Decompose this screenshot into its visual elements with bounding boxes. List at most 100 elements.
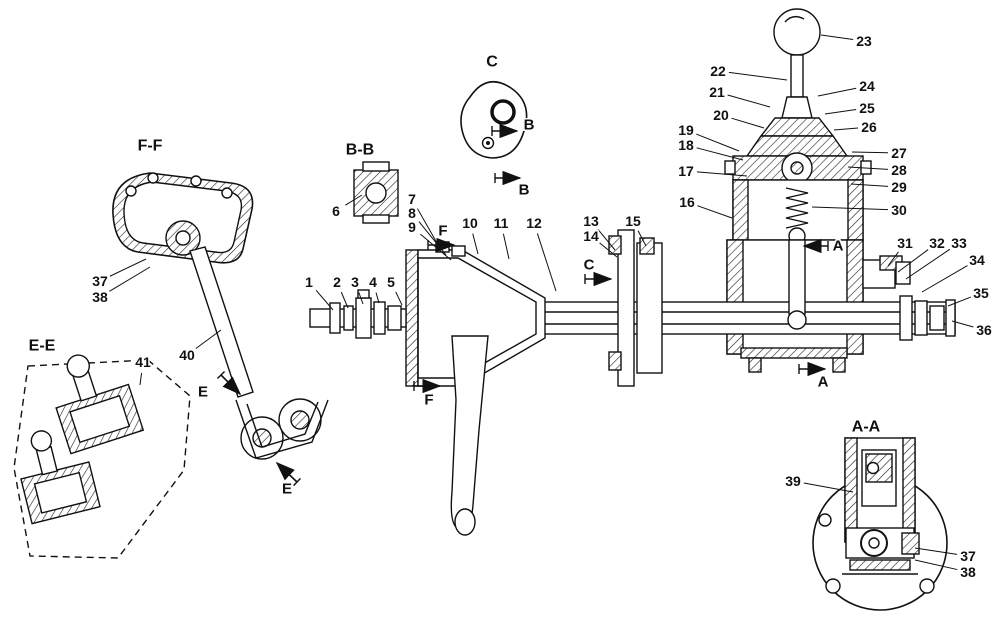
part-number-5: 5 bbox=[387, 274, 395, 290]
leader-line-29 bbox=[850, 183, 889, 187]
part-number-4: 4 bbox=[369, 274, 377, 290]
leader-line-4 bbox=[375, 292, 380, 304]
lever-boot bbox=[745, 117, 849, 157]
flange-bolt-hole bbox=[818, 513, 832, 527]
part-number-32: 32 bbox=[929, 235, 945, 251]
detent-spring bbox=[785, 187, 809, 229]
leader-line-17 bbox=[696, 171, 748, 177]
part-number-1: 1 bbox=[305, 274, 313, 290]
part-number-16: 16 bbox=[679, 194, 695, 210]
part-number-26: 26 bbox=[861, 119, 877, 135]
part-number-33: 33 bbox=[951, 235, 967, 251]
shift-fork-lever bbox=[450, 335, 489, 536]
view-FF-drawing bbox=[112, 172, 329, 460]
part-number-7: 7 bbox=[408, 191, 416, 207]
leader-line-10 bbox=[472, 233, 479, 255]
leader-line-33 bbox=[905, 248, 951, 280]
leader-line-34 bbox=[921, 265, 968, 293]
part-number-8: 8 bbox=[408, 205, 416, 221]
part-number-6: 6 bbox=[332, 203, 340, 219]
view-arrow-label-E: E bbox=[282, 481, 292, 498]
flange-bolt-hole bbox=[919, 578, 935, 594]
flange-bolt-hole bbox=[825, 578, 841, 594]
leader-line-31 bbox=[887, 251, 899, 267]
leader-line-26 bbox=[833, 127, 859, 131]
shifter-rod bbox=[787, 239, 807, 330]
section-label-F-F: F-F bbox=[138, 138, 163, 155]
part-number-41: 41 bbox=[135, 354, 151, 370]
part-number-17: 17 bbox=[678, 163, 694, 179]
left-shaft-end bbox=[309, 289, 407, 339]
leader-line-35 bbox=[947, 296, 971, 307]
view-arrow-label-A: A bbox=[833, 238, 844, 255]
part-number-9: 9 bbox=[408, 219, 416, 235]
leader-line-6 bbox=[345, 194, 363, 206]
leader-line-15 bbox=[637, 230, 647, 247]
part-number-10: 10 bbox=[462, 215, 478, 231]
leader-line-41 bbox=[139, 372, 143, 386]
leader-line-39 bbox=[803, 482, 854, 493]
leader-line-30 bbox=[811, 206, 889, 211]
part-number-3: 3 bbox=[351, 274, 359, 290]
selector-arm bbox=[189, 246, 254, 398]
leader-line-2 bbox=[340, 291, 349, 309]
part-number-31: 31 bbox=[897, 235, 913, 251]
part-number-13: 13 bbox=[583, 213, 599, 229]
leader-line-37 bbox=[109, 258, 147, 277]
leader-line-38 bbox=[914, 559, 958, 571]
leader-line-22 bbox=[728, 71, 788, 81]
view-arrow-E bbox=[220, 374, 242, 396]
view-arrow-label-C: C bbox=[584, 257, 595, 274]
part-number-30: 30 bbox=[891, 202, 907, 218]
leader-line-1 bbox=[315, 290, 334, 311]
part-number-19: 19 bbox=[678, 122, 694, 138]
leader-line-38 bbox=[109, 266, 151, 292]
part-number-11: 11 bbox=[494, 215, 509, 231]
leader-line-24 bbox=[817, 87, 857, 97]
part-number-22: 22 bbox=[710, 63, 726, 79]
leader-line-13 bbox=[597, 229, 616, 251]
leader-line-21 bbox=[727, 94, 771, 108]
section-label-E-E: E-E bbox=[29, 338, 56, 355]
leader-line-18 bbox=[696, 147, 744, 161]
right-shaft-end bbox=[899, 295, 956, 341]
view-BB-drawing bbox=[353, 161, 399, 224]
leader-line-11 bbox=[502, 233, 510, 260]
leader-line-12 bbox=[536, 233, 557, 292]
leader-line-32 bbox=[897, 249, 929, 273]
part-number-37: 37 bbox=[92, 273, 108, 289]
part-number-29: 29 bbox=[891, 179, 907, 195]
shift-tower bbox=[732, 179, 864, 245]
part-number-27: 27 bbox=[891, 145, 907, 161]
leader-line-5 bbox=[395, 291, 403, 306]
view-AA-drawing bbox=[812, 437, 948, 611]
leader-line-37 bbox=[914, 547, 958, 555]
section-label-C: C bbox=[486, 54, 498, 71]
part-number-34: 34 bbox=[969, 252, 985, 268]
leader-line-14 bbox=[599, 242, 618, 258]
part-number-40: 40 bbox=[179, 347, 195, 363]
leader-line-23 bbox=[820, 34, 854, 40]
part-number-20: 20 bbox=[713, 107, 729, 123]
part-number-12: 12 bbox=[526, 215, 542, 231]
part-number-14: 14 bbox=[583, 228, 599, 244]
leader-line-36 bbox=[951, 320, 974, 328]
view-arrow-label-B: B bbox=[524, 117, 535, 134]
leader-line-27 bbox=[851, 151, 889, 154]
clamp-bolt bbox=[30, 430, 53, 452]
leader-line-25 bbox=[824, 109, 857, 115]
part-number-38: 38 bbox=[960, 564, 976, 580]
part-number-37: 37 bbox=[960, 548, 976, 564]
leader-line-9 bbox=[420, 233, 452, 261]
gear-lever-and-knob bbox=[773, 8, 821, 119]
view-arrow-E bbox=[275, 461, 298, 483]
part-number-24: 24 bbox=[859, 78, 875, 94]
view-EE-drawing bbox=[13, 354, 191, 559]
tower-cover-plate bbox=[724, 152, 872, 184]
part-number-28: 28 bbox=[891, 162, 907, 178]
view-C-drawing bbox=[460, 80, 528, 159]
view-arrow-label-F: F bbox=[424, 392, 433, 409]
section-label-B-B: B-B bbox=[346, 142, 374, 159]
